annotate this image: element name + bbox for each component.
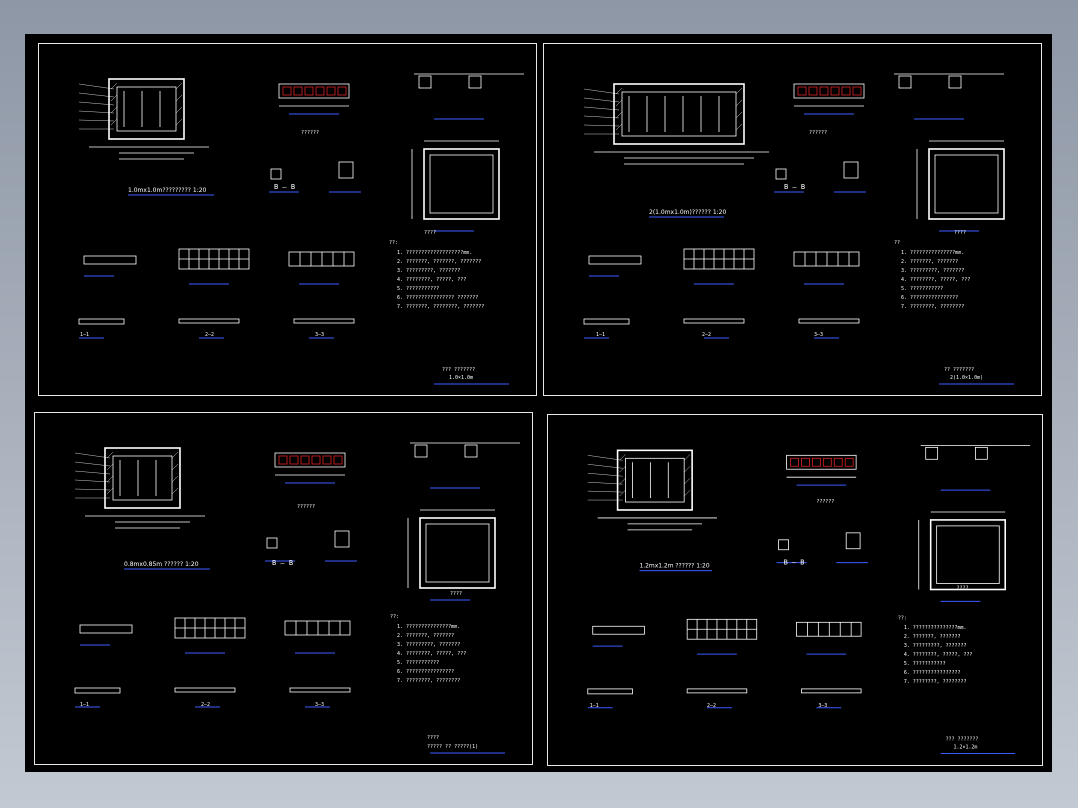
main-section-title: 0.8mx0.85m ?????? 1:20	[124, 561, 199, 568]
note-line: 4. ????????, ?????, ???	[901, 277, 970, 283]
sheet-name: ????? ?? ?????(1)	[427, 744, 478, 750]
sheet-top-left[interactable]: 1.0mx1.0m????????? 1:20 B — B ?????? ???…	[38, 43, 537, 396]
note-line: 4. ????????, ?????, ???	[397, 277, 466, 283]
rebar-title: ??????	[816, 499, 834, 505]
note-line: 2. ???????, ???????	[901, 259, 958, 265]
section-bb-label: B — B	[274, 183, 295, 191]
section-2-label: 2—2	[702, 332, 711, 338]
note-line: 4. ????????, ?????, ???	[904, 652, 973, 658]
section-bb-label: B — B	[784, 183, 805, 191]
sheet-scale: ????	[427, 735, 439, 741]
note-line: 5. ???????????	[901, 286, 943, 292]
note-line: 1. ???????????????mm.	[901, 250, 964, 256]
plan-title: ????	[450, 591, 462, 597]
note-line: 5. ???????????	[397, 660, 439, 666]
main-section-title: 1.2mx1.2m ?????? 1:20	[639, 563, 709, 570]
section-2-label: 2—2	[707, 703, 716, 709]
section-1-label: 1—1	[596, 332, 605, 338]
drawing-svg: 2(1.0mx1.0m)?????? 1:20 B — B ?????? ???…	[583, 73, 1014, 385]
sheet-scale: 1.0×1.0m	[449, 375, 473, 381]
note-line: 7. ????????, ????????	[904, 679, 967, 685]
section-2-label: 2—2	[201, 702, 210, 708]
plan-title: ????	[424, 230, 436, 236]
rebar-title: ??????	[809, 130, 827, 136]
note-line: 6. ???????????????? ???????	[397, 295, 478, 301]
note-line: 5. ???????????	[397, 286, 439, 292]
note-line: 3. ?????????, ???????	[397, 642, 460, 648]
note-line: 2. ???????, ???????	[904, 634, 961, 640]
sheet-name: ??? ???????	[946, 737, 979, 743]
section-3-label: 3—3	[814, 332, 823, 338]
section-3-label: 3—3	[315, 702, 324, 708]
note-line: 3. ?????????, ???????	[901, 268, 964, 274]
note-line: 5. ???????????	[904, 661, 946, 667]
sheet-name: ?? ???????	[944, 367, 974, 373]
rebar-title: ??????	[297, 504, 315, 510]
drawing-svg: 1.0mx1.0m????????? 1:20 B — B ?????? ???…	[78, 73, 524, 385]
section-1-label: 1—1	[80, 702, 89, 708]
plan-title: ????	[954, 230, 966, 236]
section-3-label: 3—3	[818, 703, 827, 709]
note-line: 7. ????????, ????????	[397, 678, 460, 684]
note-line: 2. ???????, ???????, ???????	[397, 259, 481, 265]
sheet-top-right[interactable]: 2(1.0mx1.0m)?????? 1:20 B — B ?????? ???…	[543, 43, 1042, 396]
section-3-label: 3—3	[315, 332, 324, 338]
note-line: 1. ???????????????mm.	[904, 625, 967, 631]
note-line: 7. ???????, ????????, ???????	[397, 304, 484, 310]
notes-head: ??:	[390, 614, 399, 620]
sheet-name: ??? ???????	[442, 367, 475, 373]
rebar-title: ??????	[301, 130, 319, 136]
note-line: 3. ?????????, ???????	[904, 643, 967, 649]
main-section-title: 2(1.0mx1.0m)?????? 1:20	[649, 209, 726, 216]
notes-head: ??	[894, 240, 900, 246]
note-line: 2. ???????, ???????	[397, 633, 454, 639]
note-line: 6. ????????????????	[397, 669, 454, 675]
sheet-scale: 2(1.0×1.0m)	[950, 375, 983, 381]
drawing-svg: 1.2mx1.2m ?????? 1:20 B — B ?????? ???? …	[587, 444, 1031, 755]
note-line: 6. ????????????????	[904, 670, 961, 676]
note-line: 7. ????????, ????????	[901, 304, 964, 310]
note-line: 3. ?????????, ???????	[397, 268, 460, 274]
note-line: 4. ????????, ?????, ???	[397, 651, 466, 657]
notes-head: ??:	[898, 615, 907, 621]
note-line: 1. ???????????????mm.	[397, 624, 460, 630]
section-2-label: 2—2	[205, 332, 214, 338]
notes-head: ??:	[389, 240, 398, 246]
sheet-bottom-right[interactable]: 1.2mx1.2m ?????? 1:20 B — B ?????? ???? …	[547, 414, 1043, 766]
drawing-svg: 0.8mx0.85m ?????? 1:20 B — B ?????? ????…	[74, 442, 520, 754]
note-line: 6. ????????????????	[901, 295, 958, 301]
section-bb-label: B — B	[272, 559, 293, 567]
plan-title: ????	[957, 586, 969, 592]
section-bb-label: B — B	[784, 559, 805, 567]
section-1-label: 1—1	[590, 703, 599, 709]
section-1-label: 1—1	[80, 332, 89, 338]
note-line: 1. ???????????????????mm.	[397, 250, 472, 256]
main-section-title: 1.0mx1.0m????????? 1:20	[128, 187, 207, 194]
sheet-bottom-left[interactable]: 0.8mx0.85m ?????? 1:20 B — B ?????? ????…	[34, 412, 533, 765]
sheet-scale: 1.2×1.2m	[954, 745, 978, 751]
